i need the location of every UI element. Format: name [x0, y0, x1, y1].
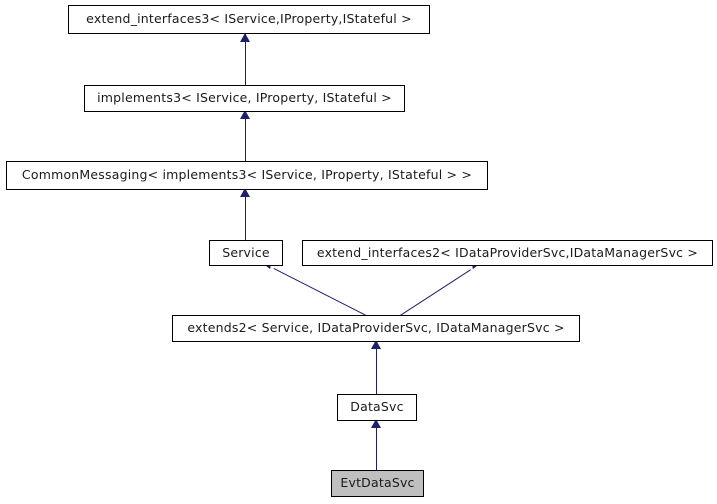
class-node-label: Service	[222, 244, 270, 260]
arrowhead-implements3	[240, 110, 250, 119]
edge-datasvc-to-extends2	[376, 341, 377, 394]
arrowhead-commonmessaging	[240, 188, 250, 197]
edge-extends2-to-extend-interfaces2	[400, 269, 471, 316]
class-node-implements3[interactable]: implements3< IService, IProperty, IState…	[84, 85, 405, 112]
class-node-label: extend_interfaces3< IService,IProperty,I…	[86, 11, 412, 27]
class-node-extend-interfaces3[interactable]: extend_interfaces3< IService,IProperty,I…	[68, 5, 430, 34]
edge-extends2-to-service	[273, 268, 378, 322]
class-node-extend-interfaces2[interactable]: extend_interfaces2< IDataProviderSvc,IDa…	[302, 240, 713, 266]
edge-service-to-commonmessaging	[245, 189, 246, 240]
edge-commonmessaging-to-implements3	[245, 111, 246, 161]
class-node-label: extends2< Service, IDataProviderSvc, IDa…	[187, 320, 565, 336]
class-node-label: EvtDataSvc	[340, 475, 415, 491]
class-node-label: DataSvc	[350, 399, 404, 415]
class-node-evtdatasvc[interactable]: EvtDataSvc	[331, 470, 424, 497]
class-node-label: CommonMessaging< implements3< IService, …	[21, 167, 473, 183]
arrowhead-extends2	[371, 340, 381, 349]
class-node-label: extend_interfaces2< IDataProviderSvc,IDa…	[316, 244, 699, 260]
class-node-commonmessaging[interactable]: CommonMessaging< implements3< IService, …	[6, 161, 488, 190]
class-node-extends2[interactable]: extends2< Service, IDataProviderSvc, IDa…	[172, 315, 580, 342]
class-node-datasvc[interactable]: DataSvc	[337, 394, 417, 421]
arrowhead-datasvc	[371, 419, 381, 428]
class-node-label: implements3< IService, IProperty, IState…	[97, 90, 392, 106]
edge-implements3-to-extend-interfaces3	[245, 33, 246, 85]
class-node-service[interactable]: Service	[209, 240, 283, 266]
arrowhead-extend-interfaces3	[240, 33, 250, 42]
edge-evtdatasvc-to-datasvc	[376, 420, 377, 470]
